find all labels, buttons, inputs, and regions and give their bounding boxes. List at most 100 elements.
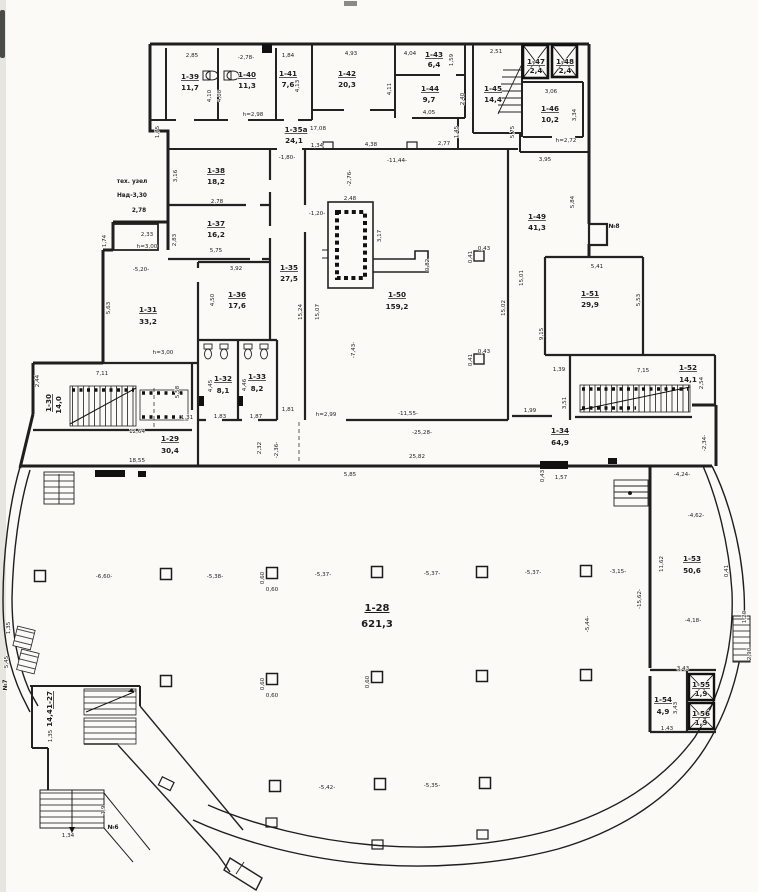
label-1-38: 1-38 (207, 166, 225, 175)
label-11,62: 11,62 (659, 556, 665, 572)
label-5,41: 5,41 (591, 264, 604, 270)
label-№7: №7 (2, 679, 9, 690)
column (373, 777, 387, 791)
label--7,43-: -7,43- (351, 342, 357, 359)
label-621,3: 621,3 (361, 619, 393, 630)
label-h=3,00: h=3,00 (153, 350, 174, 356)
label-1-46: 1-46 (541, 104, 559, 113)
elevator-shaft-1-47 (521, 43, 550, 80)
label-1,45: 1,45 (454, 125, 460, 138)
column (475, 669, 489, 683)
label-8,1: 8,1 (217, 386, 230, 395)
vent-shaft (262, 44, 272, 53)
escalator (613, 479, 649, 507)
label-1,9: 1,9 (101, 805, 107, 814)
label-1-48: 1-48 (556, 57, 574, 66)
label-2,51: 2,51 (490, 49, 503, 55)
label-1-56: 1-56 (692, 709, 710, 718)
label-5,75: 5,75 (210, 248, 223, 254)
label--3,15-: -3,15- (610, 569, 627, 575)
label-6,4: 6,4 (428, 60, 441, 69)
exterior-stair-n6 (39, 789, 151, 863)
label-1-53: 1-53 (683, 554, 701, 563)
label-4,11: 4,11 (387, 82, 393, 95)
label-18,2: 18,2 (207, 177, 225, 186)
label-1,75: 1,75 (155, 125, 161, 138)
label-1,99: 1,99 (524, 408, 537, 414)
label-15,24: 15,24 (298, 304, 304, 320)
column (159, 567, 173, 581)
wall-stub (373, 250, 429, 273)
label--5,38-: -5,38- (207, 574, 224, 580)
label-4,45: 4,45 (208, 379, 214, 392)
label-16,2: 16,2 (207, 230, 225, 239)
label-1-50: 1-50 (388, 290, 406, 299)
wall-pier (322, 141, 334, 150)
label-5,84: 5,84 (570, 195, 576, 208)
label-2,85: 2,85 (186, 53, 199, 59)
label-27,5: 27,5 (280, 274, 298, 283)
column (33, 569, 47, 583)
column (268, 779, 282, 793)
stair-1-45 (497, 63, 523, 115)
stair-1-52 (579, 384, 691, 413)
label--11,44-: -11,44- (387, 158, 407, 164)
label-1,84: 1,84 (282, 53, 295, 59)
label--5,20-: -5,20- (133, 267, 150, 273)
label-4,10: 4,10 (207, 89, 213, 102)
label-1-35а: 1-35а (285, 125, 308, 134)
label-3,95: 3,95 (539, 157, 552, 163)
label-0,41: 0,41 (468, 250, 474, 263)
label-14,4: 14,4 (45, 709, 54, 727)
label-1,39: 1,39 (553, 367, 566, 373)
label-2,4: 2,4 (530, 66, 543, 75)
label-№6: №6 (107, 824, 118, 831)
label-15,01: 15,01 (519, 270, 525, 286)
corridor-wall-marks (95, 458, 617, 477)
label-4,08: 4,08 (217, 89, 223, 102)
label-17,6: 17,6 (228, 301, 246, 310)
label-5,45: 5,45 (4, 655, 10, 668)
label-14,4: 14,4 (484, 95, 502, 104)
hall-columns (33, 564, 593, 793)
label-2,40: 2,40 (460, 92, 466, 105)
label-4,04: 4,04 (404, 51, 417, 57)
label-2,78: 2,78 (211, 199, 224, 205)
column (265, 672, 279, 686)
label-1-39: 1-39 (181, 72, 199, 81)
label-Нвд-3,30: Нвд-3,30 (117, 193, 147, 199)
column (370, 670, 384, 684)
label-h=2,72: h=2,72 (556, 138, 577, 144)
label-1-31: 1-31 (139, 305, 157, 314)
column (579, 564, 593, 578)
label-2,48: 2,48 (344, 196, 357, 202)
label-9,15: 9,15 (539, 327, 545, 340)
label-18,55: 18,55 (129, 458, 145, 464)
label-1-33: 1-33 (248, 372, 266, 381)
column (478, 776, 492, 790)
label-3,43: 3,43 (673, 701, 679, 714)
label-3,43: 3,43 (677, 666, 690, 672)
label-1,9: 1,9 (695, 689, 708, 698)
label--15,62-: -15,62- (637, 589, 643, 609)
label-9,7: 9,7 (423, 95, 436, 104)
label-1,59: 1,59 (449, 53, 455, 66)
label-2,90: 2,90 (747, 647, 753, 660)
label--1,20-: -1,20- (309, 211, 326, 217)
label-1-34: 1-34 (551, 426, 569, 435)
label-2,83: 2,83 (172, 233, 178, 246)
label--5,37-: -5,37- (424, 571, 441, 577)
label-1,9: 1,9 (695, 718, 708, 727)
label-2,32: 2,32 (257, 442, 263, 454)
label-2,4: 2,4 (559, 66, 572, 75)
label-1-29: 1-29 (161, 434, 179, 443)
label-4,38: 4,38 (365, 142, 378, 148)
vent-shaft-1-50 (322, 201, 374, 289)
label-1,81: 1,81 (282, 407, 295, 413)
label-0,82: 0,82 (425, 259, 431, 271)
label--2,36-: -2,36- (274, 442, 280, 459)
label-5,58: 5,58 (175, 385, 181, 398)
label-2,33: 2,33 (141, 232, 154, 238)
label-5,85: 5,85 (344, 472, 357, 478)
